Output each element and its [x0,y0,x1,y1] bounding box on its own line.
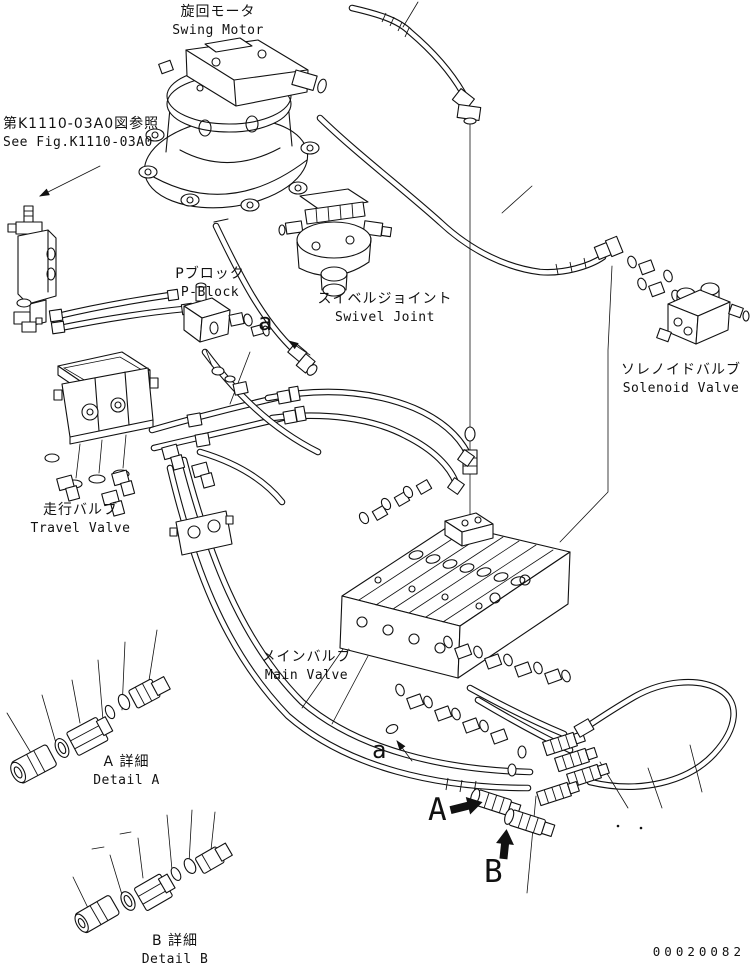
label-detail-a-en: Detail A [93,773,160,789]
label-main-valve: メインバルブ Main Valve [234,647,379,686]
label-swivel-joint-jp: スイベルジョイント [317,291,453,307]
view-b-arrow-icon [496,829,514,860]
detail-b-parts [74,842,233,934]
swivel-joint-drawing [278,188,393,297]
view-a-pointers [288,340,413,762]
view-mark-arrow-a: A [428,792,447,828]
remote-valve-drawing [7,165,194,335]
label-swing-motor-jp: 旋回モータ [180,4,256,20]
label-travel-valve-jp: 走行バルブ [43,502,118,518]
hose-end-stack [449,718,610,860]
view-mark-a-upper: a [258,308,273,336]
travel-valve-drawing [44,351,307,517]
label-detail-a: A 詳細 Detail A [54,752,199,791]
label-see-fig-jp: 第K1110-03A0図参照 [3,116,160,132]
label-see-fig: 第K1110-03A0図参照 See Fig.K1110-03A0 [3,114,178,153]
label-main-valve-jp: メインバルブ [261,649,352,665]
leader-lines [6,1,703,909]
p-block-drawing [183,282,270,396]
swing-motor-drawing [138,37,327,223]
label-solenoid-valve-jp: ソレノイドバルブ [621,362,741,378]
label-travel-valve: 走行バルブ Travel Valve [8,500,153,539]
label-swing-motor-en: Swing Motor [172,23,264,39]
main-valve-drawing [169,449,571,745]
label-p-block: Pブロック P-Block [158,264,262,303]
figure-number: 00020082 [652,944,745,959]
label-main-valve-en: Main Valve [264,668,349,684]
view-mark-arrow-b: B [484,854,503,890]
label-detail-b-jp: B 詳細 [151,933,199,949]
label-detail-b: B 詳細 Detail B [100,931,250,968]
label-travel-valve-en: Travel Valve [30,521,131,537]
label-swivel-joint: スイベルジョイント Swivel Joint [308,289,462,328]
label-solenoid-valve: ソレノイドバルブ Solenoid Valve [604,360,750,399]
label-p-block-en: P-Block [180,285,240,301]
solenoid-valve-drawing [656,282,750,345]
detail-a-parts [10,676,171,784]
view-mark-a-lower: a [372,736,387,764]
label-swivel-joint-en: Swivel Joint [335,310,435,326]
label-swing-motor: 旋回モータ Swing Motor [148,2,288,41]
label-detail-b-en: Detail B [141,952,209,968]
label-detail-a-jp: A 詳細 [103,754,150,770]
hydraulic-hoses [54,4,737,794]
label-see-fig-en: See Fig.K1110-03A0 [3,135,153,151]
view-a-arrow-icon [449,797,483,815]
fitting-view-b [504,808,556,838]
label-p-block-jp: Pブロック [175,266,245,282]
label-solenoid-valve-en: Solenoid Valve [622,381,740,397]
